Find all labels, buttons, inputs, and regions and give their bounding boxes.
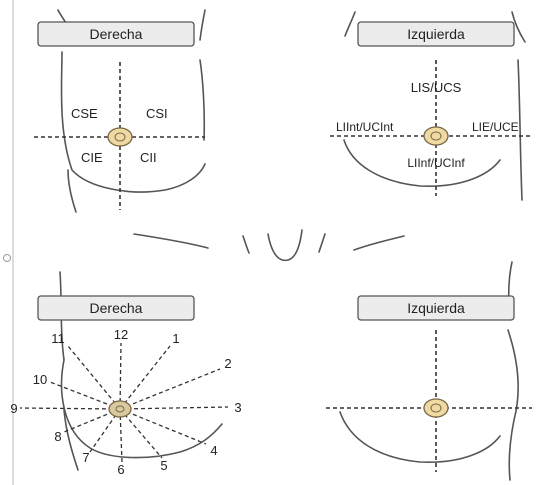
bottom-derecha-panel: Derecha 12 1 2 3 4 5 6 7 8 9 10 11 <box>10 271 242 477</box>
radial-line-3 <box>119 406 229 410</box>
panel-title: Derecha <box>90 300 143 316</box>
clock-label-9: 9 <box>10 401 17 416</box>
nipple <box>115 405 125 413</box>
breast-outline <box>339 411 501 463</box>
panel-title: Izquierda <box>407 300 465 316</box>
quadrant-label-cse: CSE <box>71 106 98 121</box>
page-hole-mark <box>3 254 11 262</box>
radial-line-9 <box>19 407 121 410</box>
clock-label-1: 1 <box>172 331 179 346</box>
title-box <box>357 295 515 321</box>
radial-line-1 <box>119 345 171 410</box>
clock-label-10: 10 <box>33 372 47 387</box>
breast-side-outline <box>199 59 206 141</box>
bottom-izquierda-panel: Izquierda <box>326 261 532 481</box>
neck-line <box>318 233 326 253</box>
clock-label-7: 7 <box>82 450 89 465</box>
quadrant-label-csi: CSI <box>146 106 168 121</box>
clock-label-2: 2 <box>224 356 231 371</box>
top-derecha-panel: Derecha CSE CSI CIE CII <box>34 9 206 213</box>
clock-label-4: 4 <box>210 443 217 458</box>
quadrant-label-liint: LIInt/UCInt <box>336 120 394 134</box>
clock-label-6: 6 <box>117 462 124 477</box>
nipple <box>430 403 442 413</box>
breast-outline <box>343 139 501 187</box>
right-clavicle <box>353 235 405 251</box>
clock-label-8: 8 <box>54 429 61 444</box>
radial-line-2 <box>119 368 221 410</box>
panel-title: Izquierda <box>407 26 465 42</box>
quadrant-label-cie: CIE <box>81 150 103 165</box>
clock-label-12: 12 <box>114 327 128 342</box>
nipple <box>430 131 442 141</box>
quadrant-label-liinf: LIInf/UCInf <box>407 156 465 170</box>
title-box <box>37 295 195 321</box>
torso-outline <box>344 11 356 37</box>
breast-outline <box>60 51 206 193</box>
nipple-areola <box>108 400 132 418</box>
torso-outline <box>511 11 526 43</box>
neck-line <box>242 235 250 254</box>
quadrant-label-lis: LIS/UCS <box>411 80 462 95</box>
torso-outline <box>67 169 77 213</box>
collarbone-sketch <box>133 229 405 262</box>
radial-line-11 <box>67 345 121 410</box>
sternal-notch <box>267 229 303 262</box>
clock-label-11: 11 <box>51 331 65 346</box>
nipple-areola <box>107 127 133 147</box>
breast-side-outline <box>507 329 520 481</box>
radial-line-6 <box>119 408 123 463</box>
breast-side-outline <box>517 59 523 201</box>
radial-line-5 <box>119 408 163 459</box>
title-box <box>37 21 195 47</box>
clock-label-3: 3 <box>234 400 241 415</box>
radial-line-4 <box>119 408 207 445</box>
radial-line-10 <box>49 381 121 410</box>
panel-title: Derecha <box>90 26 143 42</box>
radial-line-12 <box>119 342 122 410</box>
torso-outline <box>199 9 206 41</box>
left-clavicle <box>133 233 209 249</box>
nipple-areola <box>423 126 449 146</box>
title-box <box>357 21 515 47</box>
nipple <box>114 132 126 142</box>
quadrant-label-lie: LIE/UCE <box>472 120 519 134</box>
top-izquierda-panel: Izquierda LIS/UCS LIInt/UCInt LIE/UCE LI… <box>330 11 530 201</box>
quadrant-label-cii: CII <box>140 150 157 165</box>
breast-outline <box>60 359 223 459</box>
torso-outline <box>63 409 79 471</box>
clock-label-5: 5 <box>160 458 167 473</box>
nipple-areola <box>423 398 449 418</box>
